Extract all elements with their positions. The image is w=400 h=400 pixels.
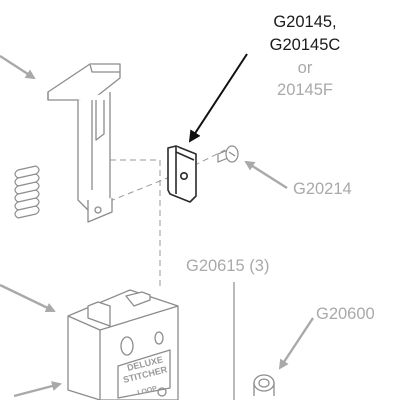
primary-part-label-2: G20145C bbox=[269, 36, 341, 54]
bottom-left-arrow bbox=[13, 381, 62, 398]
screw-part bbox=[217, 145, 239, 163]
bushing-part bbox=[253, 374, 275, 396]
screw-part-arrow bbox=[244, 160, 288, 190]
pin-part-label: G20615 (3) bbox=[186, 257, 270, 275]
upper-bracket-part bbox=[47, 63, 121, 223]
stitcher-base-part bbox=[67, 289, 179, 400]
base-text-line3: LOOP bbox=[137, 385, 158, 397]
screw-part-label: G20214 bbox=[293, 180, 352, 198]
bushing-part-label: G20600 bbox=[316, 305, 375, 323]
bushing-part-arrow bbox=[278, 317, 315, 370]
spring-part bbox=[14, 165, 40, 219]
assembly-guide-lines bbox=[99, 149, 226, 301]
alternate-part-label: 20145F bbox=[277, 81, 333, 99]
or-label: or bbox=[297, 59, 313, 77]
mid-left-arrow bbox=[0, 283, 56, 313]
primary-part-label-1: G20145, bbox=[273, 13, 337, 31]
primary-part-arrow bbox=[188, 53, 248, 143]
insert-plate-part bbox=[167, 145, 197, 203]
top-left-arrow bbox=[0, 54, 36, 80]
